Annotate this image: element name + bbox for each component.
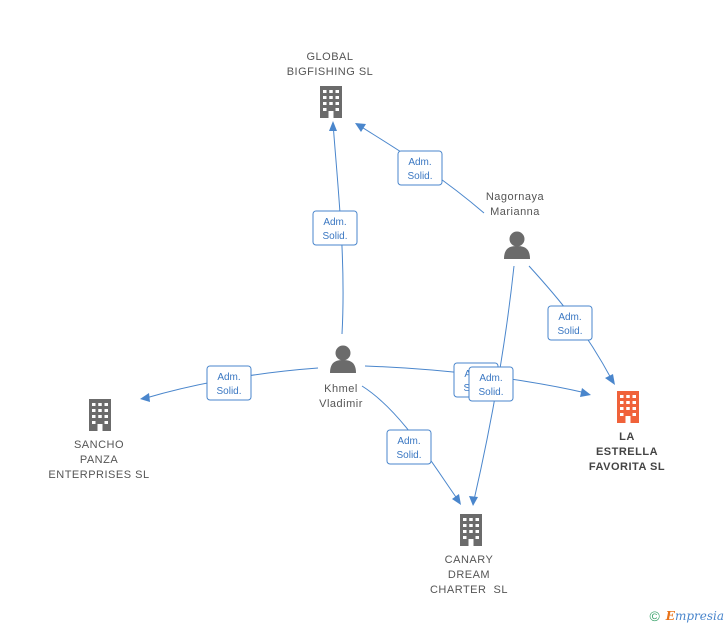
node-khmel-vladimir[interactable]: Khmel Vladimir [319,345,363,411]
relation-badge[interactable]: Adm. Solid. [547,305,593,341]
svg-text:FAVORITA SL: FAVORITA SL [589,461,665,473]
arrow-head [355,123,366,132]
svg-text:Adm.: Adm. [479,373,502,384]
relation-badge[interactable]: Adm. Solid. [386,429,432,465]
building-icon [89,399,111,431]
relation-badge[interactable]: Adm. Solid. [468,366,514,402]
arrow-head [452,494,461,505]
brand-logo[interactable]: Empresia [665,609,724,623]
svg-text:Vladimir: Vladimir [319,398,363,410]
svg-text:DREAM: DREAM [448,569,490,581]
arrow-head [469,496,478,506]
svg-text:Solid.: Solid. [216,386,241,397]
svg-text:PANZA: PANZA [80,454,119,466]
svg-text:Adm.: Adm. [558,312,581,323]
svg-text:Solid.: Solid. [396,450,421,461]
svg-text:GLOBAL: GLOBAL [306,51,353,63]
svg-text:Khmel: Khmel [324,383,358,395]
svg-text:CANARY: CANARY [445,554,494,566]
edges [140,121,615,506]
svg-text:Solid.: Solid. [407,171,432,182]
svg-text:Adm.: Adm. [323,217,346,228]
svg-text:LA: LA [619,431,635,443]
svg-text:CHARTER SL: CHARTER SL [430,584,508,596]
node-la-estrella-favorita[interactable]: LA ESTRELLA FAVORITA SL [589,391,665,473]
svg-text:Solid.: Solid. [557,326,582,337]
svg-text:ESTRELLA: ESTRELLA [596,446,658,458]
relation-badge[interactable]: Adm. Solid. [312,210,358,246]
person-icon [330,345,356,373]
building-icon [460,514,482,546]
building-icon [320,86,342,118]
svg-text:SANCHO: SANCHO [74,439,124,451]
svg-text:Adm.: Adm. [217,372,240,383]
svg-text:ENTERPRISES SL: ENTERPRISES SL [48,469,149,481]
svg-text:Marianna: Marianna [490,206,540,218]
arrow-head [140,393,150,402]
node-global-bigfishing[interactable]: GLOBAL BIGFISHING SL [287,51,374,118]
arrow-head [329,121,337,131]
svg-text:Adm.: Adm. [397,436,420,447]
footer-brand: © Empresia [649,608,724,624]
arrow-head [580,388,591,397]
svg-text:Solid.: Solid. [322,231,347,242]
node-canary-dream[interactable]: CANARY DREAM CHARTER SL [430,514,508,596]
arrow-head [605,374,615,385]
building-icon [617,391,639,423]
svg-text:BIGFISHING SL: BIGFISHING SL [287,66,374,78]
person-icon [504,231,530,259]
relation-badge[interactable]: Adm. Solid. [397,150,443,186]
copyright-symbol: © [649,608,660,624]
node-sancho-panza[interactable]: SANCHO PANZA ENTERPRISES SL [48,399,149,481]
relation-badge[interactable]: Adm. Solid. [206,365,252,401]
svg-text:Nagornaya: Nagornaya [486,191,545,203]
svg-text:Solid.: Solid. [478,387,503,398]
badges: Adm. Solid. Adm. Solid. Adm. Solid. Adm.… [206,150,593,465]
node-nagornaya-marianna[interactable]: Nagornaya Marianna [486,191,545,259]
svg-text:Adm.: Adm. [408,157,431,168]
